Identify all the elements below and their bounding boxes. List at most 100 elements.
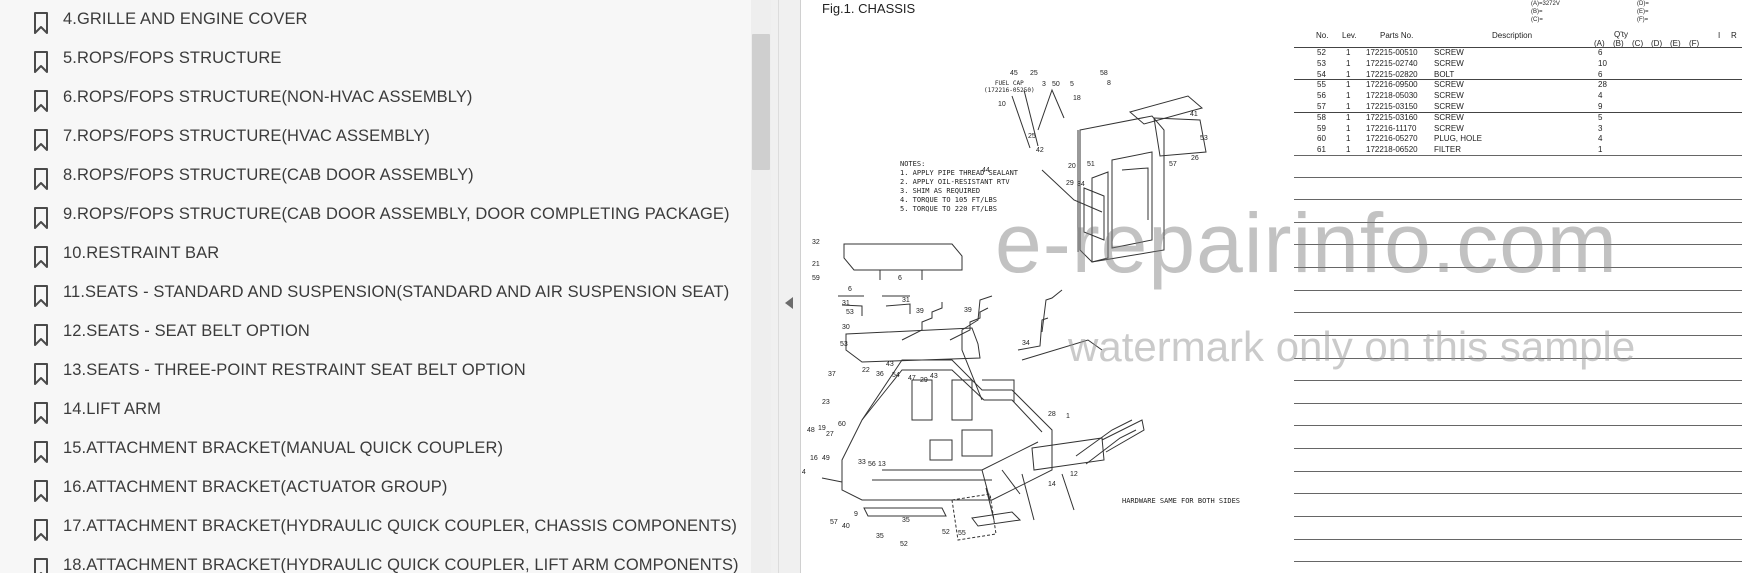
- table-rule: [1294, 358, 1742, 359]
- bookmark-label: 17.ATTACHMENT BRACKET(HYDRAULIC QUICK CO…: [63, 517, 738, 535]
- table-cell-qty: 28: [1598, 80, 1607, 90]
- col-header-description: Description: [1492, 31, 1533, 40]
- svg-text:13: 13: [878, 461, 886, 468]
- table-cell-part: 172218-05030: [1366, 91, 1418, 101]
- table-rule: [1294, 425, 1742, 426]
- table-cell-part: 172218-06520: [1366, 145, 1418, 155]
- bookmark-item[interactable]: 16.ATTACHMENT BRACKET(ACTUATOR GROUP): [0, 471, 745, 507]
- table-cell-desc: BOLT: [1434, 69, 1455, 79]
- table-cell-part: 172216-11170: [1366, 123, 1417, 133]
- table-rule: [1294, 290, 1742, 291]
- table-cell-no: 53: [1317, 58, 1326, 68]
- legend-d: (D)=: [1637, 1, 1649, 7]
- table-cell-qty: 6: [1598, 48, 1603, 57]
- bookmark-item[interactable]: 7.ROPS/FOPS STRUCTURE(HVAC ASSEMBLY): [0, 120, 745, 156]
- svg-text:52: 52: [900, 541, 908, 548]
- bookmark-item[interactable]: 6.ROPS/FOPS STRUCTURE(NON-HVAC ASSEMBLY): [0, 81, 745, 117]
- svg-text:35: 35: [902, 517, 910, 524]
- svg-text:35: 35: [876, 533, 884, 540]
- collapse-panel-button[interactable]: [779, 0, 801, 573]
- bookmark-item[interactable]: 9.ROPS/FOPS STRUCTURE(CAB DOOR ASSEMBLY,…: [0, 198, 745, 234]
- svg-text:26: 26: [1191, 155, 1199, 162]
- bookmark-item[interactable]: 8.ROPS/FOPS STRUCTURE(CAB DOOR ASSEMBLY): [0, 159, 745, 195]
- svg-text:25: 25: [1028, 133, 1036, 140]
- table-cell-no: 52: [1317, 48, 1326, 57]
- table-cell-part: 172215-03150: [1366, 102, 1418, 111]
- svg-text:43: 43: [930, 373, 938, 380]
- svg-text:39: 39: [964, 307, 972, 314]
- bookmark-label: 18.ATTACHMENT BRACKET(HYDRAULIC QUICK CO…: [63, 556, 739, 573]
- bookmark-item[interactable]: 10.RESTRAINT BAR: [0, 237, 745, 273]
- svg-text:53: 53: [840, 341, 848, 348]
- bookmark-item[interactable]: 11.SEATS - STANDARD AND SUSPENSION(STAND…: [0, 276, 745, 312]
- svg-text:53: 53: [846, 309, 854, 316]
- svg-text:40: 40: [842, 523, 850, 530]
- table-cell-no: 61: [1317, 145, 1326, 155]
- bookmark-item[interactable]: 4.GRILLE AND ENGINE COVER: [0, 3, 745, 39]
- svg-text:10: 10: [998, 101, 1006, 108]
- svg-text:36: 36: [876, 371, 884, 378]
- chevron-left-icon[interactable]: [785, 297, 793, 309]
- svg-text:5: 5: [1070, 81, 1074, 88]
- svg-text:34: 34: [1077, 181, 1085, 188]
- bookmark-label: 14.LIFT ARM: [63, 400, 161, 418]
- svg-text:14: 14: [1048, 481, 1056, 488]
- table-rule: [1294, 267, 1742, 268]
- table-cell-qty: 6: [1598, 69, 1603, 79]
- svg-text:16: 16: [810, 455, 818, 462]
- svg-text:31: 31: [842, 300, 850, 307]
- svg-text:48: 48: [807, 427, 815, 434]
- col-header-r: R: [1731, 31, 1737, 40]
- bookmark-item[interactable]: 13.SEATS - THREE-POINT RESTRAINT SEAT BE…: [0, 354, 745, 390]
- svg-text:19: 19: [818, 425, 826, 432]
- table-cell-no: 58: [1317, 112, 1326, 122]
- document-page: [802, 0, 1742, 573]
- bookmark-item[interactable]: 15.ATTACHMENT BRACKET(MANUAL QUICK COUPL…: [0, 432, 745, 468]
- table-rule: [1294, 312, 1742, 313]
- svg-text:44: 44: [982, 167, 990, 174]
- col-header-qty: Q'ty: [1614, 30, 1628, 39]
- svg-text:6: 6: [898, 275, 902, 282]
- table-cell-desc: SCREW: [1434, 58, 1464, 68]
- bookmark-icon: [34, 129, 48, 151]
- svg-text:21: 21: [812, 261, 820, 268]
- table-rule: [1294, 380, 1742, 381]
- table-cell-part: 172216-09500: [1366, 80, 1418, 90]
- table-cell-qty: 3: [1598, 123, 1603, 133]
- panel-splitter[interactable]: [771, 0, 779, 573]
- bookmark-item[interactable]: 12.SEATS - SEAT BELT OPTION: [0, 315, 745, 351]
- bookmark-label: 16.ATTACHMENT BRACKET(ACTUATOR GROUP): [63, 478, 448, 496]
- table-rule: [1294, 539, 1742, 540]
- bookmark-label: 5.ROPS/FOPS STRUCTURE: [63, 49, 282, 67]
- bookmark-item[interactable]: 5.ROPS/FOPS STRUCTURE: [0, 42, 745, 78]
- bookmark-item[interactable]: 18.ATTACHMENT BRACKET(HYDRAULIC QUICK CO…: [0, 549, 745, 573]
- table-rule: [1294, 561, 1742, 562]
- bookmark-icon: [34, 402, 48, 424]
- bookmarks-scroll-thumb[interactable]: [752, 34, 770, 170]
- svg-text:47: 47: [908, 375, 916, 382]
- table-cell-lev: 1: [1346, 102, 1351, 111]
- bookmark-item[interactable]: 14.LIFT ARM: [0, 393, 745, 429]
- svg-text:60: 60: [838, 421, 846, 428]
- fuel-cap-label: FUEL CAP (172216-05250): [984, 80, 1035, 94]
- table-rule: [1294, 155, 1742, 156]
- table-cell-lev: 1: [1346, 91, 1351, 101]
- hardware-note: HARDWARE SAME FOR BOTH SIDES: [1122, 497, 1241, 505]
- bookmark-icon: [34, 558, 48, 573]
- table-cell-lev: 1: [1346, 145, 1351, 155]
- watermark-subtext: watermark only on this sample: [1068, 323, 1636, 370]
- table-cell-part: 172216-05270: [1366, 134, 1418, 144]
- svg-text:53: 53: [1200, 135, 1208, 142]
- table-rule: [1294, 79, 1742, 80]
- bookmark-icon: [34, 51, 48, 73]
- svg-text:54: 54: [892, 372, 900, 379]
- bookmark-item[interactable]: 17.ATTACHMENT BRACKET(HYDRAULIC QUICK CO…: [0, 510, 745, 546]
- legend-f: (F)=: [1637, 17, 1649, 23]
- table-cell-lev: 1: [1346, 58, 1351, 68]
- table-cell-part: 172215-02740: [1366, 58, 1418, 68]
- bookmark-icon: [34, 519, 48, 541]
- table-cell-desc: SCREW: [1434, 91, 1464, 101]
- table-cell-lev: 1: [1346, 69, 1351, 79]
- svg-text:57: 57: [830, 519, 838, 526]
